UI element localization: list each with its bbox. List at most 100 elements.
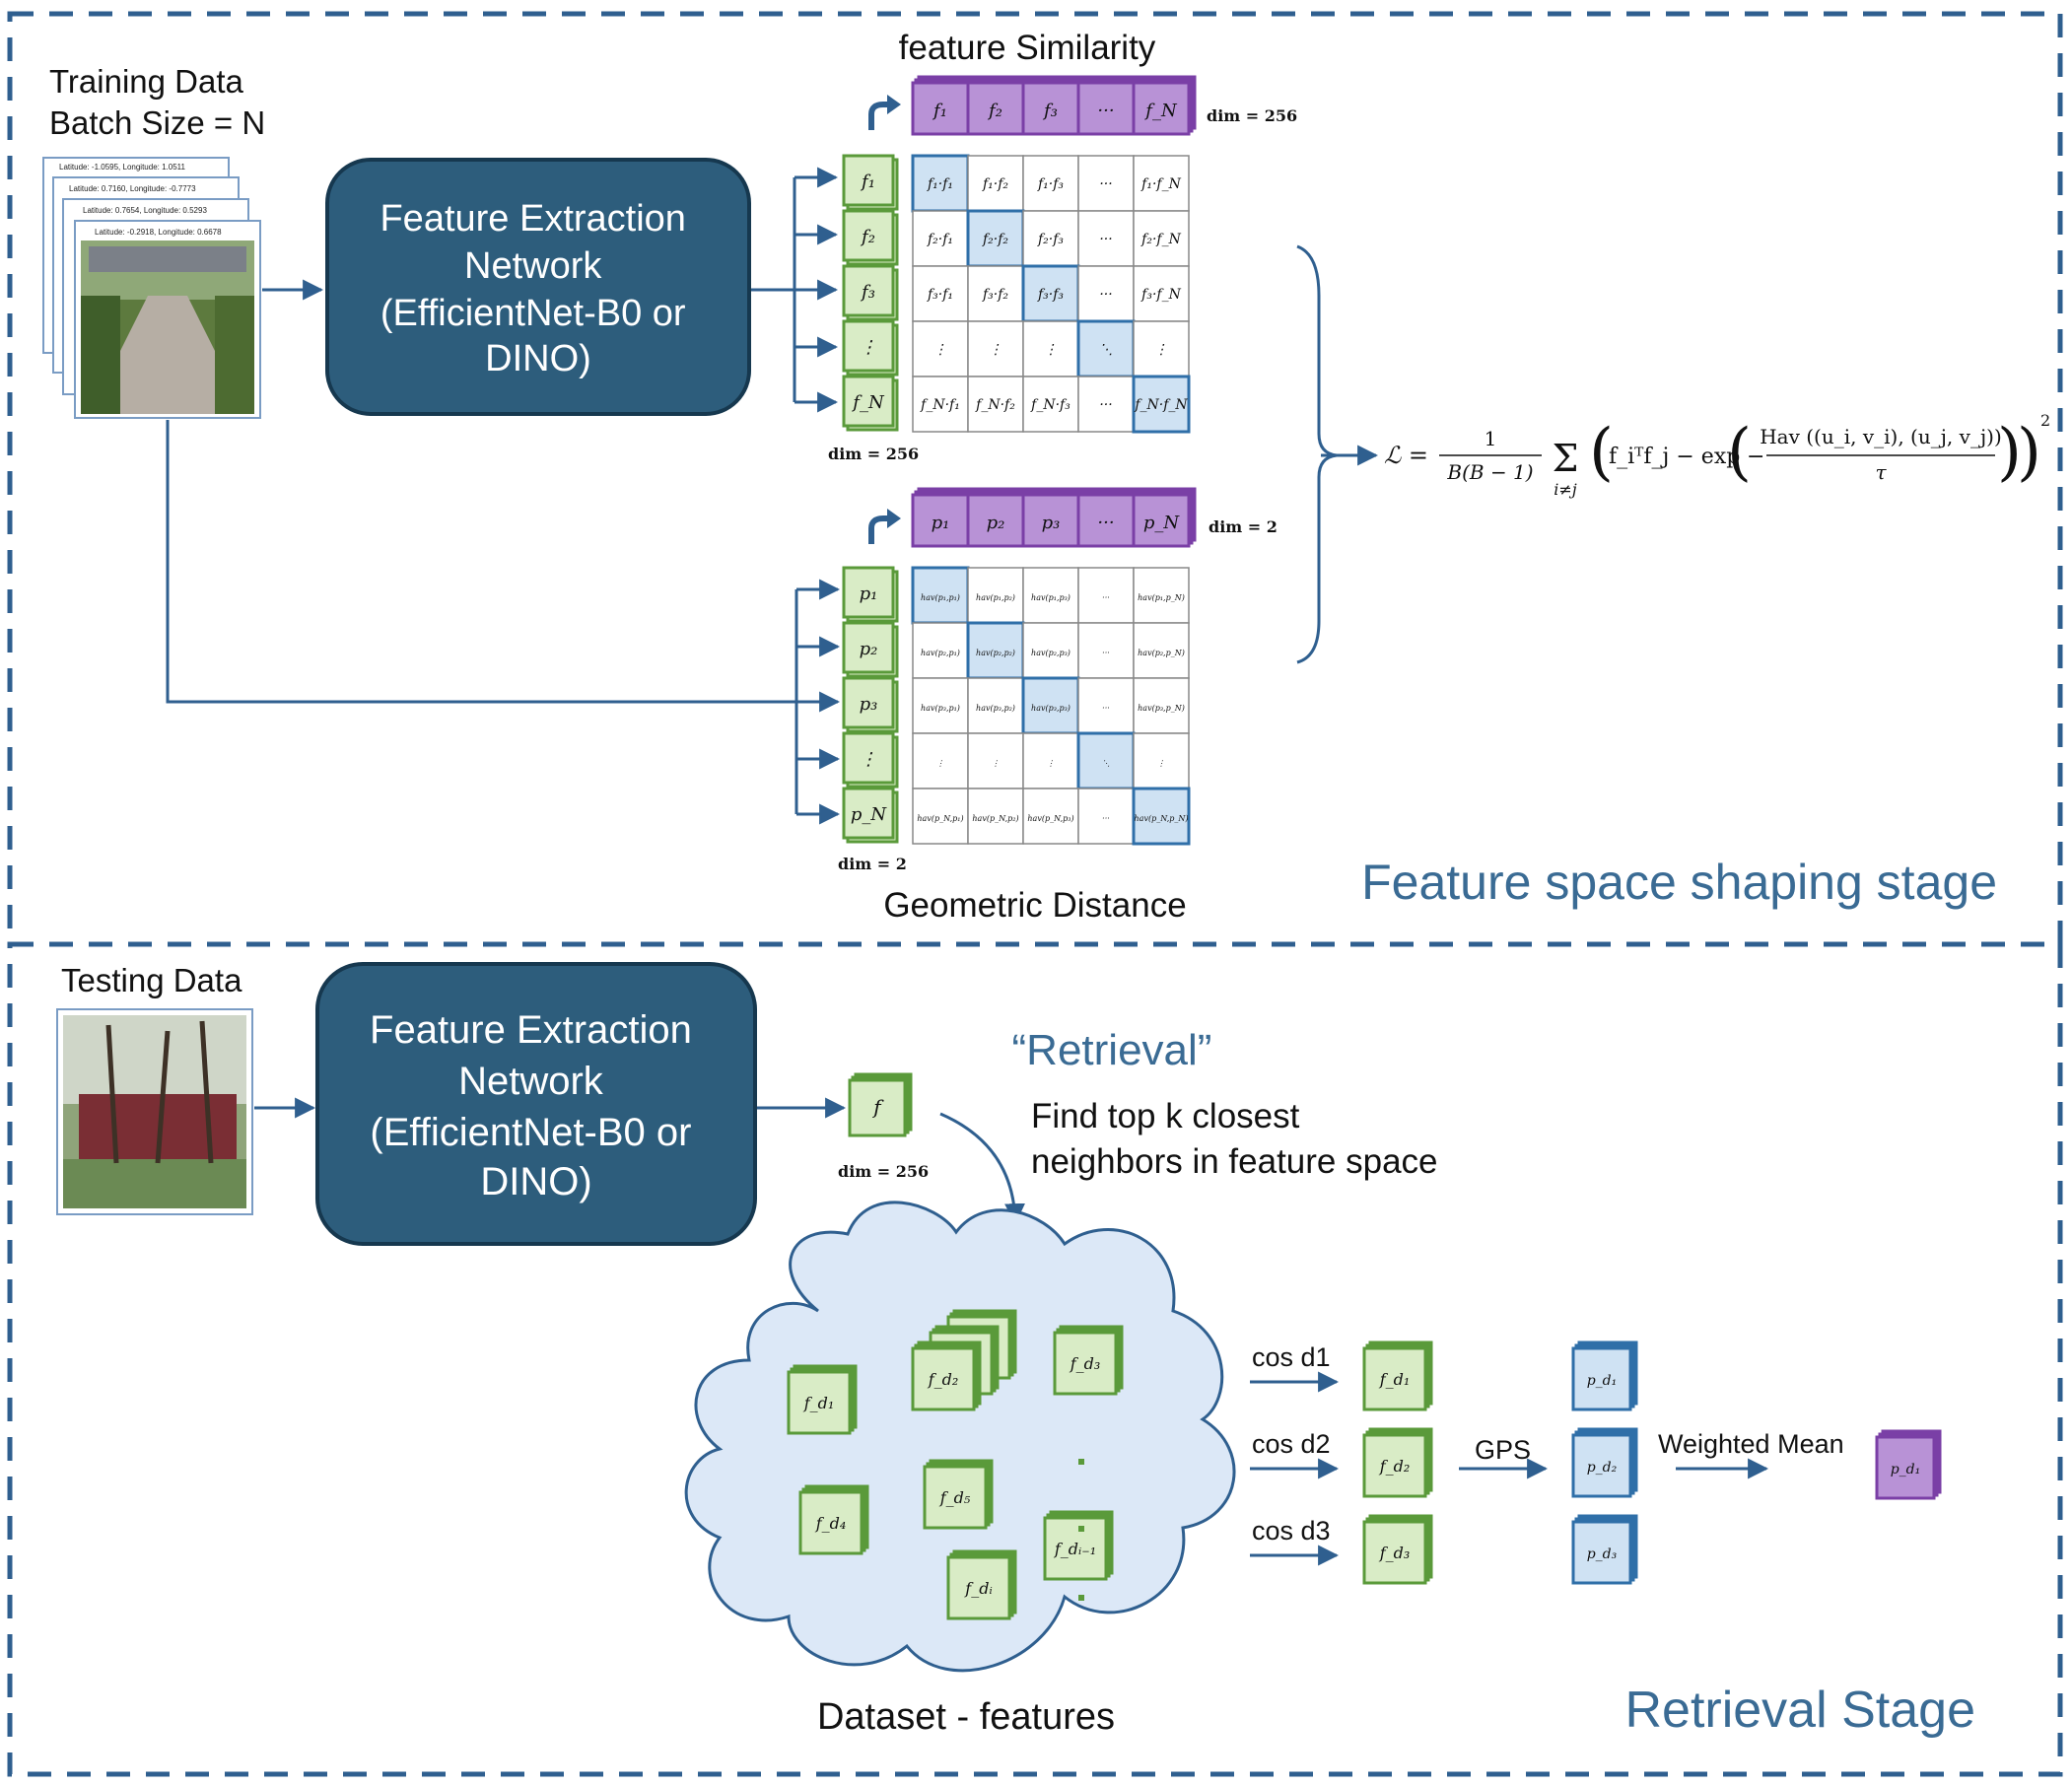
cloud-dots	[1078, 1459, 1084, 1601]
feature_similarity-header-1	[966, 75, 1031, 136]
cloud-item-5-label: f_dᵢ	[964, 1579, 992, 1598]
geometric_distance-cell-0-3	[1077, 567, 1135, 624]
geometric_distance-cell-text-1-1: hav(p₂,p₂)	[976, 649, 1015, 657]
feature_similarity-row-0: f₁	[842, 154, 899, 211]
feature_similarity-cell-0-1	[967, 155, 1024, 212]
geometric_distance-cell-1-4	[1133, 622, 1190, 679]
svg-text:): )	[1997, 416, 2022, 489]
network-train-line4: DINO)	[485, 338, 591, 379]
cloud-item-2: f_d₃	[1053, 1325, 1124, 1396]
gps-label: GPS	[1475, 1435, 1531, 1465]
feature_similarity-cell-text-3-1: ⋮	[989, 342, 1002, 358]
loss-power: 2	[2040, 411, 2050, 430]
feature_similarity-row-label-0: f₁	[860, 172, 875, 192]
geometric_distance-cell-text-2-4: hav(p₃,p_N)	[1138, 704, 1185, 713]
feature_similarity-cell-2-2	[1021, 264, 1080, 323]
feature_similarity-cell-text-4-4: f_N·f_N	[1134, 397, 1188, 413]
geometric_distance-cell-0-0	[911, 566, 970, 625]
svg-text:(: (	[1727, 416, 1752, 489]
feature_similarity-header-2	[1021, 75, 1086, 136]
geometric_distance-header-3	[1076, 487, 1141, 548]
geometric_distance-cell-text-3-3: ⋱	[1102, 759, 1110, 768]
feature_similarity-row-1: f₂	[842, 209, 899, 266]
photo-caption-2: Latitude: 0.7160, Longitude: -0.7773	[69, 184, 196, 193]
cloud-item-5: f_dᵢ	[946, 1549, 1017, 1620]
feature_similarity-cell-0-2	[1022, 155, 1079, 212]
loss-term: f_iᵀf_j − exp	[1609, 445, 1740, 469]
network-train-line1: Feature Extraction	[380, 198, 685, 240]
training-photo	[81, 240, 254, 414]
cloud-item-0-label: f_d₁	[803, 1394, 835, 1412]
feature_similarity-row-label-4: f_N	[851, 392, 885, 413]
retrieval-desc-line1: Find top k closest	[1031, 1097, 1300, 1135]
geometric_distance-cell-text-3-4: ⋮	[1157, 759, 1165, 768]
selected-feature-2: f_d₂	[1362, 1427, 1433, 1498]
photo-caption-1: Latitude: -1.0595, Longitude: 1.0511	[59, 163, 186, 172]
coords-path-arrows	[166, 420, 841, 825]
cloud-item-2-label: f_d₃	[1070, 1354, 1101, 1373]
feature_similarity-cell-text-2-1: f₃·f₂	[982, 287, 1008, 303]
cloud-item-6: f_dᵢ₋₁	[1043, 1510, 1114, 1581]
selected-feature-1: f_d₁	[1362, 1340, 1433, 1411]
cloud-item-1-label: f_d₂	[928, 1370, 959, 1389]
query-feature-stack: f	[848, 1072, 913, 1137]
geometric_distance-row-2: p₃	[842, 676, 899, 733]
loss-frac-den: B(B − 1)	[1446, 460, 1533, 484]
network-test-line2: Network	[458, 1060, 604, 1103]
loss-frac-num: 1	[1485, 427, 1497, 450]
geometric_distance-cell-3-3	[1076, 731, 1136, 790]
geometric_distance-header-text-0: p₁	[932, 513, 950, 533]
feature_similarity-cell-text-0-3: ···	[1099, 176, 1112, 192]
selected-feature-1-label: f_d₁	[1379, 1370, 1411, 1389]
feature_similarity-cell-1-1	[966, 209, 1025, 268]
feature_similarity-cell-text-4-1: f_N·f₂	[975, 397, 1015, 413]
network-train-line2: Network	[464, 245, 602, 287]
result-point: p_d₁	[1875, 1429, 1942, 1500]
geometric_distance-cell-text-0-1: hav(p₁,p₂)	[976, 593, 1015, 602]
loss-formula: ℒ = 1 B(B − 1) Σ i≠j ( f_iᵀf_j − exp ( −…	[1384, 411, 2050, 499]
feature_similarity-cell-3-1	[967, 320, 1024, 378]
feature_similarity-row-label-1: f₂	[860, 227, 875, 247]
cloud-item-0: f_d₁	[787, 1364, 858, 1435]
feature_similarity-cell-4-1	[967, 376, 1024, 433]
cloud-label: Dataset - features	[817, 1696, 1115, 1738]
feature_similarity-header-text-2: f₃	[1042, 101, 1058, 121]
gps-point-1: p_d₁	[1571, 1340, 1638, 1411]
loss-hav-den: τ	[1875, 460, 1887, 484]
batch-size-label: Batch Size = N	[49, 104, 265, 141]
geometric_distance-cell-text-0-0: hav(p₁,p₁)	[921, 593, 960, 602]
gps-points: p_d₁p_d₂p_d₃	[1571, 1340, 1638, 1585]
network-test-text: Feature Extraction Network (EfficientNet…	[370, 1008, 703, 1203]
feature_similarity-cell-text-1-3: ···	[1099, 232, 1112, 247]
selected-feature-3-label: f_d₃	[1379, 1544, 1411, 1562]
feature_similarity-cell-2-0	[912, 265, 969, 322]
network-test-line3: (EfficientNet-B0 or	[370, 1111, 691, 1154]
geometric_distance-cell-4-4	[1132, 787, 1191, 846]
geometric_distance-cell-2-0	[912, 677, 969, 734]
feature_similarity-cell-text-0-2: f₁·f₃	[1037, 176, 1064, 192]
gps-point-2-label: p_d₂	[1587, 1460, 1618, 1476]
feature_similarity-cell-0-3	[1077, 155, 1135, 212]
stage2-title: Retrieval Stage	[1624, 1682, 1975, 1739]
cloud-item-3: f_d₄	[798, 1484, 869, 1555]
geometric_distance-header-text-3: ···	[1097, 513, 1114, 533]
cos-label-3: cos d3	[1252, 1516, 1331, 1546]
feature_similarity-cell-2-4	[1133, 265, 1190, 322]
feature_similarity-cell-text-2-0: f₃·f₁	[927, 287, 953, 303]
svg-text:(: (	[1589, 416, 1614, 489]
cloud-feature-items: f_d₁ f_d₂ f_d₃ f_d₄ f_d₅ f_dᵢ f_dᵢ₋₁	[787, 1309, 1124, 1620]
arrow-query-to-cloud	[939, 1112, 1026, 1225]
gps-point-2: p_d₂	[1571, 1427, 1638, 1498]
retrieval-desc-line2: neighbors in feature space	[1031, 1142, 1438, 1181]
cloud-item-1: f_d₂	[911, 1340, 982, 1411]
cloud-item-4-label: f_d₅	[939, 1488, 971, 1507]
geometric_distance-cell-4-1	[967, 788, 1024, 845]
geometric_distance-cell-text-0-2: hav(p₁,p₃)	[1031, 593, 1071, 602]
geometric_distance-cell-0-4	[1133, 567, 1190, 624]
feature_similarity-row-3: ⋮	[842, 319, 899, 377]
feature_similarity-row-label-2: f₃	[860, 282, 875, 303]
